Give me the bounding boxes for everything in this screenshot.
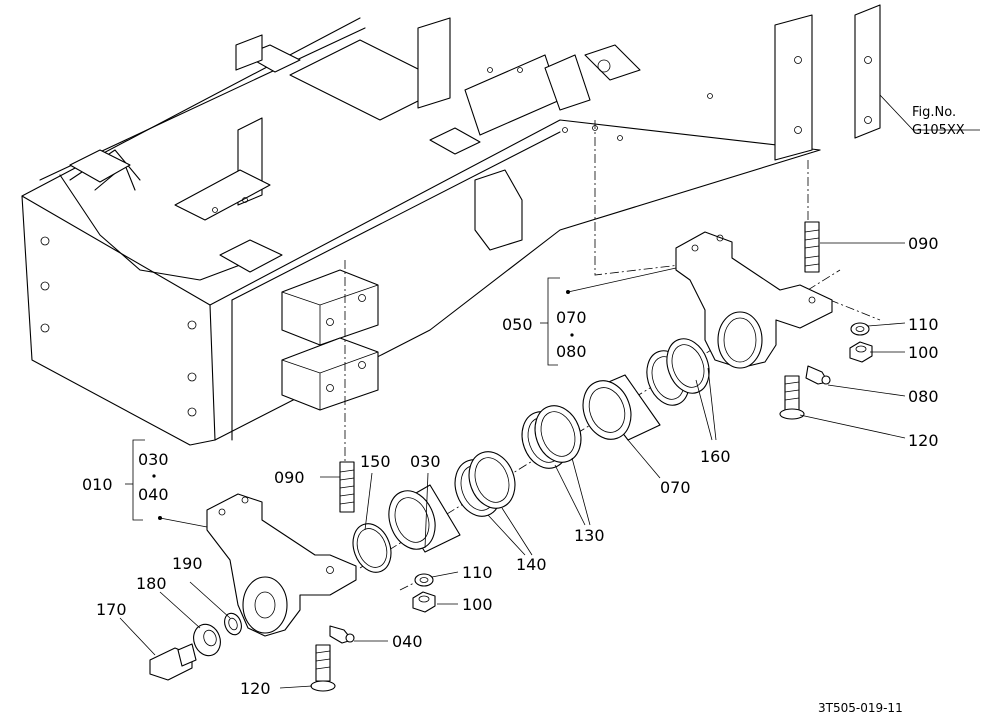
callout-090-left: 090 [274,468,305,487]
callout-120-right: 120 [908,431,939,450]
nut-100-left [412,591,436,613]
washer-110-left [414,573,434,587]
bolt-170 [149,643,197,681]
callout-110-left: 110 [462,563,493,582]
drawing-number: 3T505-019-11 [818,701,903,715]
callout-130: 130 [574,526,605,545]
callout-160: 160 [700,447,731,466]
callout-030: 030 [410,452,441,471]
callout-090-right: 090 [908,234,939,253]
callout-150: 150 [360,452,391,471]
callout-050: 050 [502,315,533,334]
callout-100-left: 100 [462,595,493,614]
oring-150 [352,523,392,573]
callout-010: 010 [82,475,113,494]
right-bracket-050 [675,231,833,369]
callout-110-right: 110 [908,315,939,334]
callout-100-right: 100 [908,343,939,362]
callout-labels: 090 110 100 080 120 160 070 130 140 030 … [82,234,939,715]
spacer-180 [193,623,221,657]
callout-070: 070 [660,478,691,497]
bushing-070 [582,374,661,441]
callout-080: 080 [908,387,939,406]
seals-160 [646,338,710,406]
callout-080-group: 080 [556,342,587,361]
bolt-120-left [310,644,336,692]
fig-code: G105XX [912,123,965,138]
seals-130 [521,405,582,469]
callout-170: 170 [96,600,127,619]
callout-040: 040 [392,632,423,651]
callout-070-group: 070 [556,308,587,327]
bolt-120-right [779,375,805,420]
callout-120-left: 120 [240,679,271,698]
seals-140 [454,451,516,517]
grease-fitting-080 [805,365,831,385]
centerlines [344,120,881,591]
left-bracket-010 [206,493,357,637]
callout-180: 180 [136,574,167,593]
fig-no-box: Fig.No. G105XX [879,94,980,138]
fig-no-label: Fig.No. [912,105,956,120]
callout-190: 190 [172,554,203,573]
nut-100-right [849,341,873,363]
grease-fitting-040 [329,625,355,644]
washer-190 [224,612,242,636]
frame-assembly [21,4,881,446]
callout-140: 140 [516,555,547,574]
stud-090-right [804,221,820,273]
bushing-030 [388,484,461,553]
washer-110-right [850,322,870,336]
stud-090-left [339,461,355,513]
callout-030-group: 030 [138,450,169,469]
leader-lines [119,242,906,689]
callout-040-group: 040 [138,485,169,504]
